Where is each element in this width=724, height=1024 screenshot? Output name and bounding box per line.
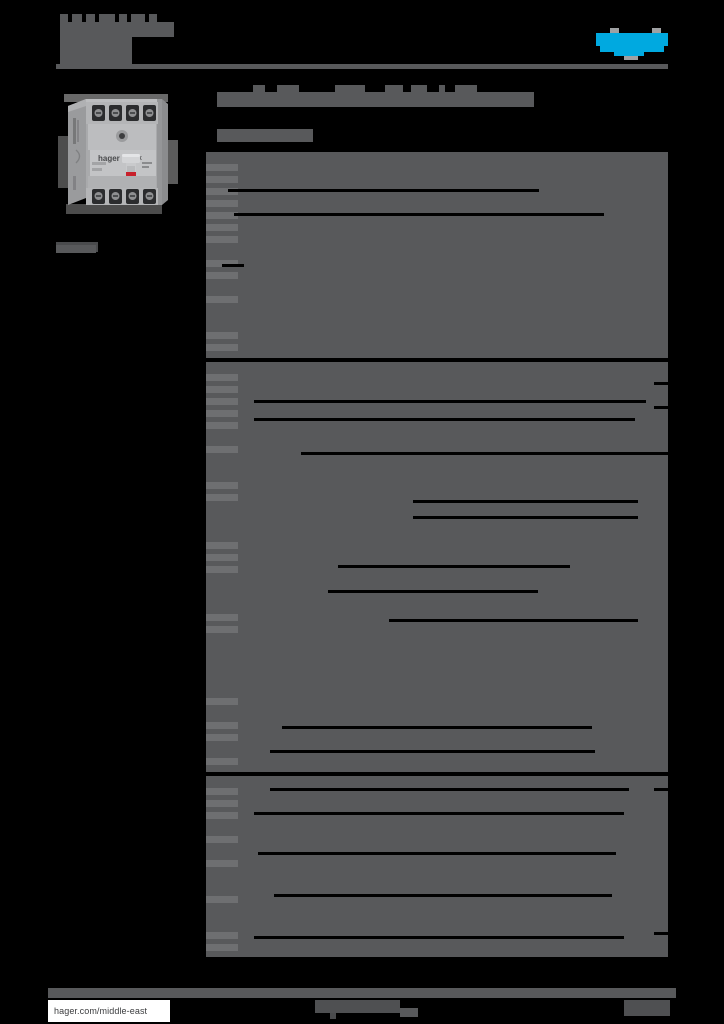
table-row xyxy=(206,446,238,453)
table-row xyxy=(206,542,238,549)
table-row xyxy=(206,812,238,819)
header-title-redacted xyxy=(60,14,220,65)
table-row xyxy=(206,398,238,405)
table-row xyxy=(206,614,238,621)
page-subtitle-redacted xyxy=(217,129,313,142)
table-row xyxy=(206,758,238,765)
table-row xyxy=(206,224,238,231)
mccb-illustration: hager x xyxy=(58,94,178,214)
footer-right-redacted xyxy=(624,1000,670,1016)
table-row xyxy=(206,722,238,729)
leader-line xyxy=(222,264,244,267)
table-row xyxy=(206,566,238,573)
leader-line xyxy=(270,788,629,791)
table-row xyxy=(206,554,238,561)
table-row xyxy=(206,836,238,843)
value-gap xyxy=(654,788,668,791)
table-row xyxy=(206,374,238,381)
leader-line xyxy=(413,500,638,503)
table-row xyxy=(206,188,238,195)
product-photo: hager x xyxy=(56,88,182,216)
leader-line xyxy=(282,726,592,729)
specification-table xyxy=(206,152,668,957)
table-row xyxy=(206,344,238,351)
table-row xyxy=(206,176,238,183)
product-caption-redacted-2 xyxy=(56,245,96,253)
table-row xyxy=(206,734,238,741)
leader-line xyxy=(301,452,668,455)
value-gap xyxy=(654,932,668,935)
spec-section-3 xyxy=(206,776,668,957)
table-row xyxy=(206,410,238,417)
hager-logo xyxy=(594,28,674,60)
leader-line xyxy=(254,936,624,939)
leader-line xyxy=(254,400,646,403)
footer-url[interactable]: hager.com/middle-east xyxy=(48,1000,170,1022)
table-row xyxy=(206,200,238,207)
table-row xyxy=(206,272,238,279)
spec-section-divider xyxy=(206,772,668,776)
leader-line xyxy=(328,590,538,593)
table-row xyxy=(206,944,238,951)
table-row xyxy=(206,422,238,429)
table-row xyxy=(206,788,238,795)
table-row xyxy=(206,236,238,243)
table-row xyxy=(206,332,238,339)
value-gap xyxy=(654,406,668,409)
spec-section-divider xyxy=(206,358,668,362)
svg-text:hager: hager xyxy=(98,154,120,163)
footer-rule xyxy=(48,988,676,998)
table-row xyxy=(206,800,238,807)
leader-line xyxy=(413,516,638,519)
leader-line xyxy=(338,565,570,568)
table-row xyxy=(206,860,238,867)
table-row xyxy=(206,164,238,171)
value-gap xyxy=(654,382,668,385)
footer-page-marker xyxy=(330,1013,336,1019)
leader-line xyxy=(270,750,595,753)
footer-center-redacted-2 xyxy=(400,1008,418,1017)
table-row xyxy=(206,698,238,705)
leader-line xyxy=(274,894,612,897)
table-row xyxy=(206,932,238,939)
leader-line xyxy=(254,812,624,815)
leader-line xyxy=(389,619,638,622)
leader-line xyxy=(258,852,616,855)
leader-line xyxy=(254,418,635,421)
footer-center-redacted xyxy=(315,1000,400,1013)
leader-line xyxy=(228,189,539,192)
table-row xyxy=(206,482,238,489)
spec-section-1 xyxy=(206,152,668,358)
table-row xyxy=(206,896,238,903)
table-row xyxy=(206,212,238,219)
table-row xyxy=(206,494,238,501)
leader-line xyxy=(234,213,604,216)
table-row xyxy=(206,386,238,393)
table-row xyxy=(206,260,238,267)
header-divider-rule xyxy=(56,64,668,69)
table-row xyxy=(206,626,238,633)
table-row xyxy=(206,296,238,303)
